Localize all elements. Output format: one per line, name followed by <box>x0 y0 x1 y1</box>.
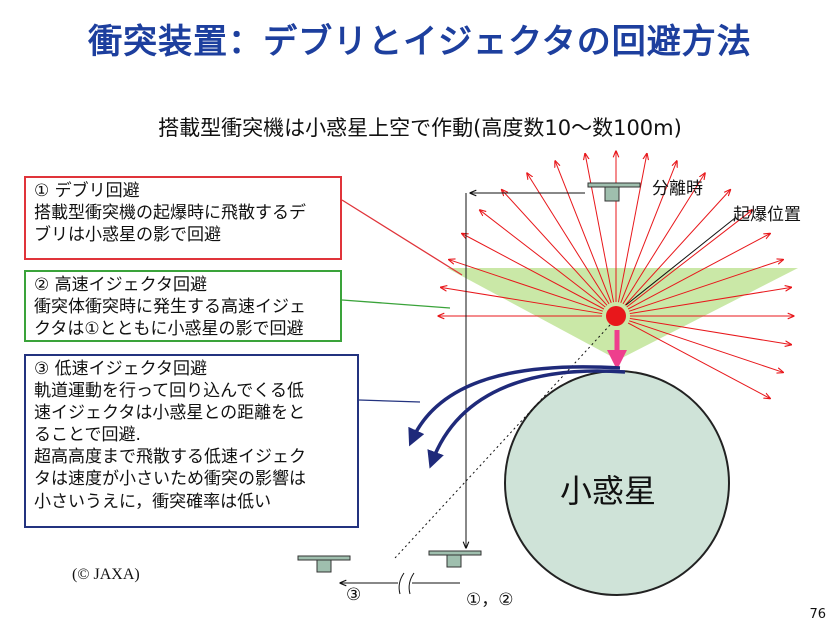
debris-ray <box>555 161 612 304</box>
debris-ray <box>441 287 603 315</box>
box1-line: 搭載型衝突機の起爆時に飛散するデ <box>34 203 306 224</box>
leader-box2 <box>341 299 451 309</box>
box3-line: 小さいうえに，衝突確率は低い <box>34 491 272 512</box>
page-number: 76 <box>809 607 826 622</box>
box2-line: 衝突体衝突時に発生する高速イジェ <box>34 297 306 318</box>
debris-ray <box>617 154 646 303</box>
box1-line: ブリは小惑星の影で回避 <box>34 225 221 246</box>
debris-ray <box>624 190 730 306</box>
explosion-point <box>606 306 626 326</box>
high-speed-ejecta-box: ② 高速イジェクタ回避 衝突体衝突時に発生する高速イジェ クタは①とともに小惑星… <box>24 270 342 342</box>
path-3-label: ③ <box>346 585 362 605</box>
leader-box1 <box>341 199 463 276</box>
box3-line: 超高高度まで飛散する低速イジェク <box>34 447 306 468</box>
debris-ray <box>480 210 606 308</box>
box3-line: 速イジェクタは小惑星との距離をと <box>34 403 306 424</box>
debris-avoidance-box: ① デブリ回避 搭載型衝突機の起爆時に飛散するデ ブリは小惑星の影で回避 <box>24 176 342 260</box>
debris-ray <box>627 322 770 399</box>
box1-line: ① デブリ回避 <box>34 181 140 201</box>
slide-title: 衝突装置：デブリとイジェクタの回避方法 <box>88 22 752 62</box>
debris-ray <box>585 154 615 303</box>
spacecraft-separation <box>587 182 641 202</box>
path-12-label: ①，② <box>466 590 514 610</box>
debris-ray <box>527 173 610 305</box>
spacecraft-right <box>428 550 482 568</box>
box2-line: ② 高速イジェクタ回避 <box>34 275 207 295</box>
box3-line: ることで回避. <box>34 425 141 446</box>
slide-subtitle: 搭載型衝突機は小惑星上空で作動(高度数10～数100m) <box>158 116 682 140</box>
box3-line: 軌道運動を行って回り込んでくる低 <box>34 381 304 402</box>
separation-label: 分離時 <box>652 179 703 199</box>
leader-box3 <box>358 399 421 403</box>
debris-ray <box>449 260 604 312</box>
detonation-pointer <box>625 217 736 306</box>
debris-ray <box>629 317 792 344</box>
debris-ray <box>462 234 605 310</box>
debris-ray <box>502 190 608 306</box>
asteroid-label: 小惑星 <box>560 472 657 510</box>
retreat-arrow-break <box>398 572 415 595</box>
low-speed-ejecta-arrow-1 <box>408 365 621 447</box>
box2-line: クタは①とともに小惑星の影で回避 <box>34 319 304 340</box>
debris-ray <box>629 287 792 315</box>
low-speed-ejecta-arrow-2 <box>427 369 626 469</box>
debris-ray <box>628 320 783 373</box>
debris-ray <box>628 260 783 312</box>
debris-ray <box>626 210 753 308</box>
debris-ray <box>627 234 770 310</box>
detonation-label: 起爆位置 <box>733 205 801 225</box>
box3-line: ③ 低速イジェクタ回避 <box>34 359 207 379</box>
copyright-notice: (© JAXA) <box>72 566 140 583</box>
debris-ray <box>622 173 705 305</box>
spacecraft-left <box>297 555 351 573</box>
debris-ray <box>620 161 677 304</box>
low-speed-ejecta-box: ③ 低速イジェクタ回避 軌道運動を行って回り込んでくる低 速イジェクタは小惑星と… <box>24 354 359 528</box>
debris-rays <box>438 151 794 399</box>
box3-line: タは速度が小さいため衝突の影響は <box>34 469 306 490</box>
